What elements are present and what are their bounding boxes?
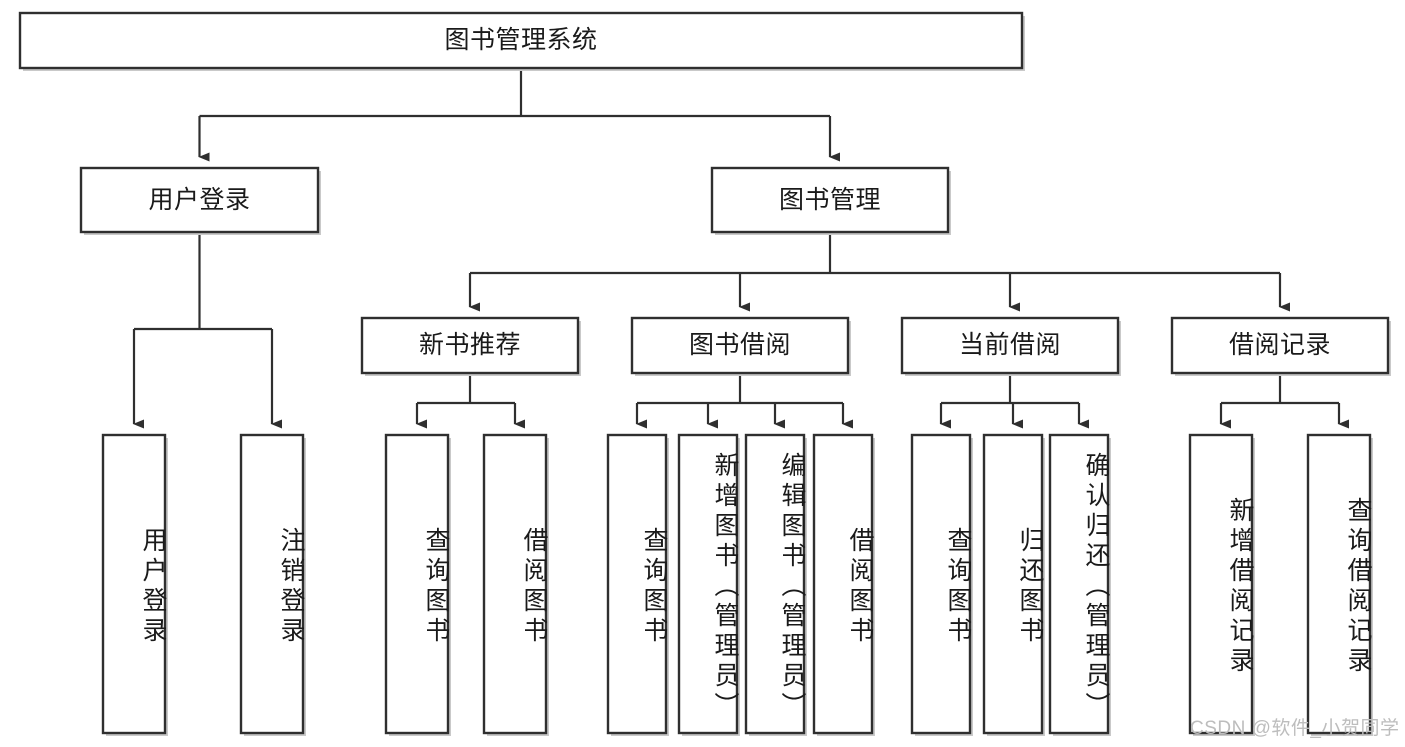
node-box[interactable]	[812, 433, 875, 736]
watermark: CSDN @软件_小贺同学	[1190, 718, 1400, 739]
edges-layer	[132, 68, 1349, 429]
nodes-layer	[18, 11, 1391, 736]
node-box[interactable]	[1306, 433, 1373, 736]
node-box[interactable]	[1170, 316, 1391, 376]
node-box[interactable]	[710, 166, 951, 235]
node-box[interactable]	[982, 433, 1045, 736]
node-box[interactable]	[482, 433, 549, 736]
node-box[interactable]	[384, 433, 451, 736]
node-box[interactable]	[79, 166, 321, 235]
node-box[interactable]	[606, 433, 669, 736]
node-box[interactable]	[360, 316, 581, 376]
node-box[interactable]	[677, 433, 740, 736]
node-box[interactable]	[630, 316, 851, 376]
node-box[interactable]	[239, 433, 306, 736]
node-box[interactable]	[1048, 433, 1111, 736]
node-box[interactable]	[101, 433, 168, 736]
node-box[interactable]	[744, 433, 807, 736]
node-box[interactable]	[18, 11, 1025, 71]
node-box[interactable]	[910, 433, 973, 736]
node-box[interactable]	[900, 316, 1121, 376]
node-box[interactable]	[1188, 433, 1255, 736]
